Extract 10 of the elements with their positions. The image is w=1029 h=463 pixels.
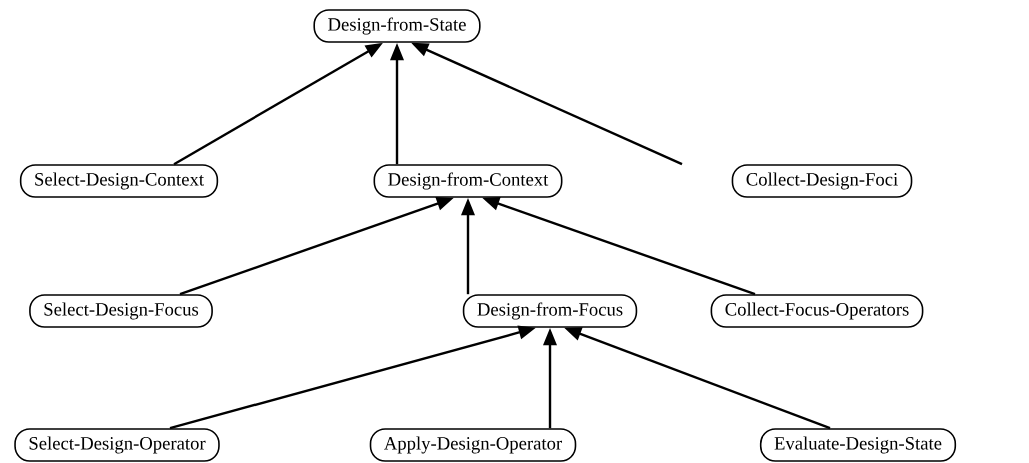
process-box: Select-Design-Context: [19, 164, 219, 198]
process-box: Apply-Design-Operator: [369, 428, 577, 462]
process-box: Select-Design-Focus: [29, 294, 213, 328]
process-box: Evaluate-Design-State: [759, 428, 957, 462]
process-box: Collect-Design-Foci: [731, 164, 913, 198]
process-box: Design-from-State: [313, 9, 481, 43]
process-box: Collect-Focus-Operators: [710, 294, 924, 328]
process-box: Select-Design-Operator: [14, 428, 220, 462]
process-box: Design-from-Focus: [462, 294, 638, 328]
process-box: Design-from-Context: [373, 164, 563, 198]
